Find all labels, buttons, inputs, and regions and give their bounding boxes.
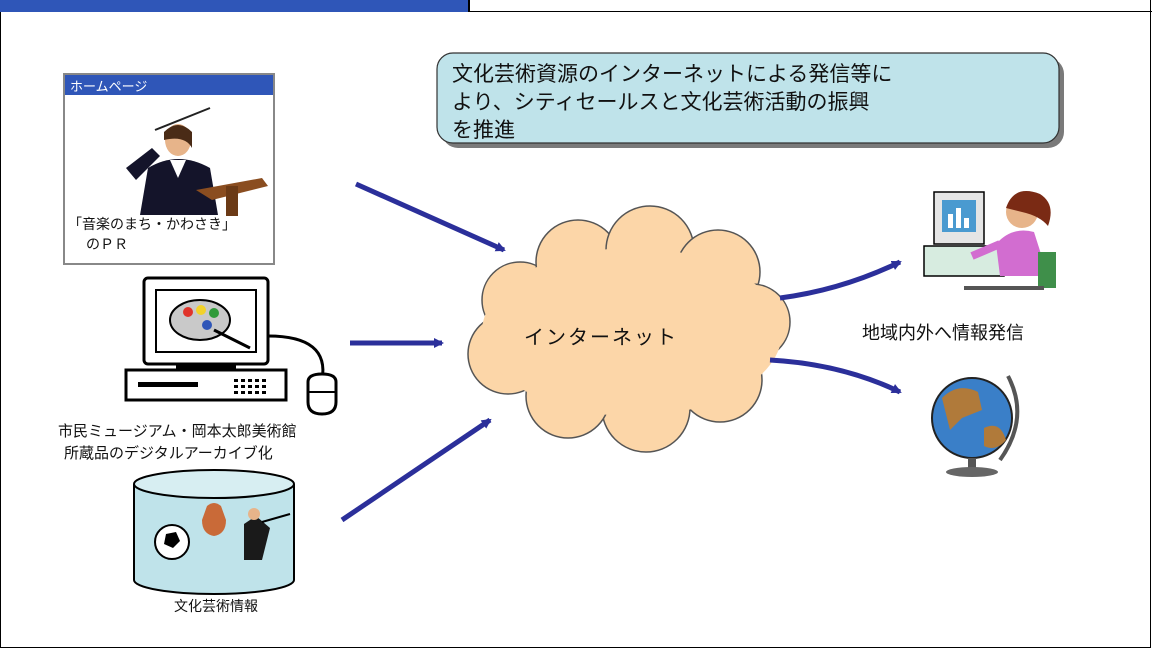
callout-text: 文化芸術資源のインターネットによる発信等に より、シティセールスと文化芸術活動の… xyxy=(452,60,892,144)
conductor-icon xyxy=(126,107,268,216)
homepage-caption-line2: のＰＲ xyxy=(86,237,128,253)
arrow-homepage-to-cloud xyxy=(354,181,506,253)
cloud-label: インターネット xyxy=(524,325,678,349)
homepage-card xyxy=(63,73,275,265)
arrow-cloud-to-user xyxy=(779,259,902,301)
title-bar xyxy=(0,0,470,12)
callout-line-3: を推進 xyxy=(452,118,515,142)
homepage-header: ホームページ xyxy=(70,80,148,95)
callout-line-1: 文化芸術資源のインターネットによる発信等に xyxy=(452,62,893,86)
cloud-core xyxy=(482,248,782,416)
globe-icon xyxy=(931,375,1020,477)
computer-icon xyxy=(124,276,338,416)
homepage-caption-line1: 「音楽のまち・かわさき」 xyxy=(68,217,236,233)
user-at-computer-icon xyxy=(923,191,1056,290)
archive-caption-line1: 市民ミュージアム・岡本太郎美術館 xyxy=(58,422,297,440)
top-rule xyxy=(468,11,1152,12)
arrow-database-to-cloud xyxy=(340,417,492,523)
archive-caption-line2: 所蔵品のデジタルアーカイブ化 xyxy=(64,444,273,462)
database-caption: 文化芸術情報 xyxy=(174,599,258,615)
output-caption: 地域内外へ情報発信 xyxy=(862,323,1024,344)
callout-line-2: より、シティセールスと文化芸術活動の振興 xyxy=(452,90,870,114)
callout-box xyxy=(436,52,1064,148)
arrow-cloud-to-globe xyxy=(769,357,902,395)
arrows xyxy=(340,181,902,523)
database-icon xyxy=(133,469,295,595)
